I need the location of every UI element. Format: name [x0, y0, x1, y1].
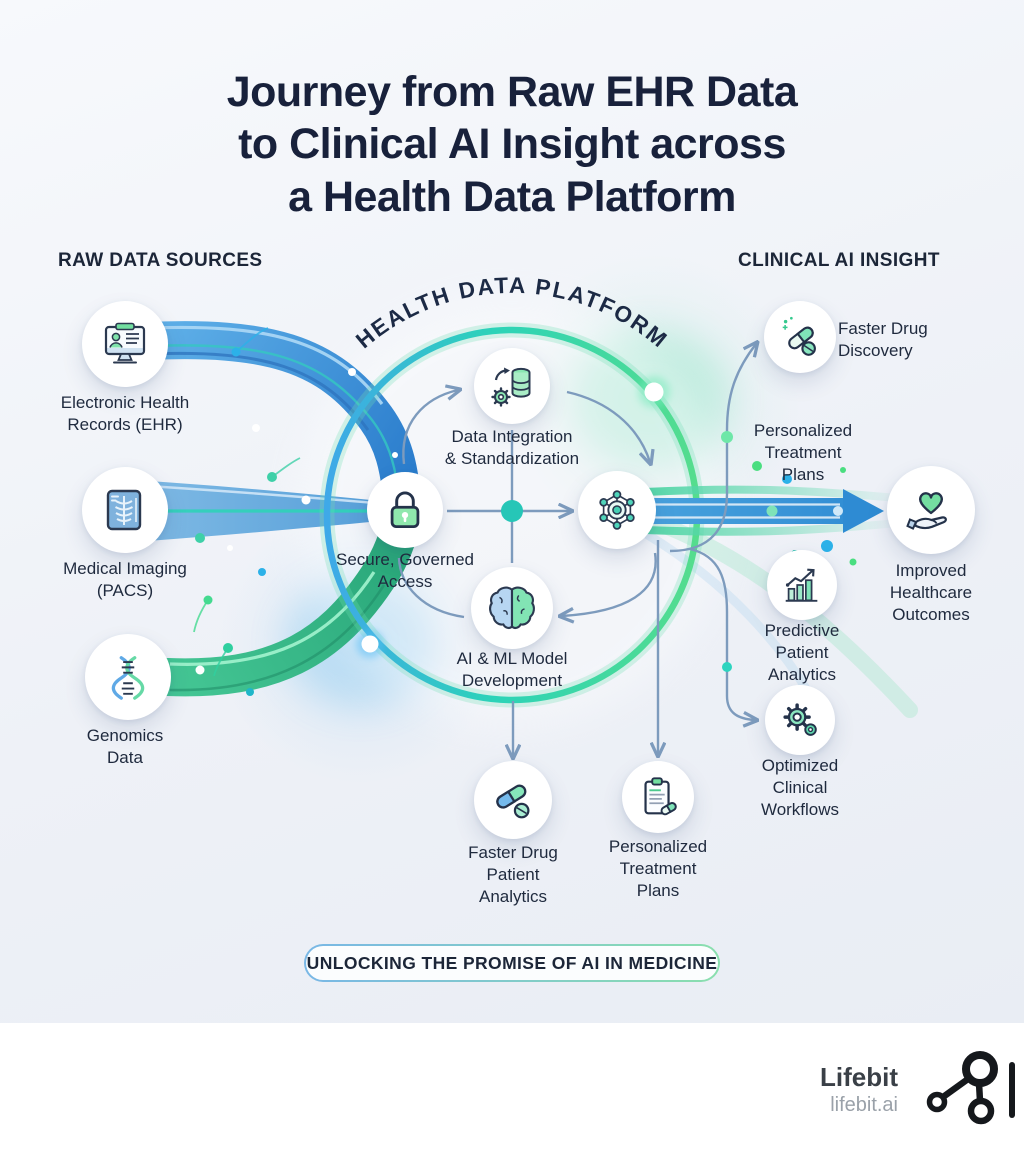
bottom-drug-analytics-node [474, 761, 552, 839]
database-sync-gear-icon [491, 367, 531, 407]
banner-pill: UNLOCKING THE PROMISE OF AI IN MEDICINE [304, 944, 720, 982]
connector-arrows [397, 344, 756, 756]
heart-hand-icon [906, 492, 947, 530]
decor-dots [193, 327, 857, 696]
platform-access-node [367, 472, 443, 548]
output-arrow [641, 485, 912, 536]
infographic-canvas: HEALTH DATA PLATFORM Journey from Raw EH… [0, 0, 1024, 1023]
ai-network-icon [599, 490, 635, 530]
outcome-improved-outcomes-label: Improved Healthcare Outcomes [889, 561, 973, 625]
bottom-drug-analytics-label: Faster Drug Patient Analytics [468, 843, 558, 907]
platform-integration-label: Data Integration & Standardization [444, 427, 580, 469]
raw-data-sources-header: RAW DATA SOURCES [58, 250, 263, 271]
outcome-drug-discovery-label: Faster Drug Discovery [838, 319, 928, 361]
bottom-treatment-plans-node [622, 761, 694, 833]
flow-diagram-background: HEALTH DATA PLATFORM [129, 273, 918, 1024]
platform-access-label: Secure, Governed Access [336, 550, 474, 592]
lifebit-logo-icon [926, 1051, 1015, 1125]
outcome-drug-discovery-node [764, 301, 836, 373]
source-genomics-node [85, 634, 171, 720]
outcome-predictive-analytics-label: Predictive Patient Analytics [764, 621, 840, 685]
source-genomics-label: Genomics Data [86, 726, 164, 768]
center-dot [501, 500, 523, 522]
brand-block: Lifebit lifebit.ai [820, 1062, 898, 1118]
gears-icon [783, 703, 817, 736]
platform-ml-label: AI & ML Model Development [456, 649, 568, 691]
source-ehr-label: Electronic Health Records (EHR) [60, 393, 190, 435]
capsule-pill-icon [782, 316, 816, 356]
ehr-flow-ribbon [129, 321, 421, 517]
banner-text: UNLOCKING THE PROMISE OF AI IN MEDICINE [306, 952, 718, 973]
platform-hub-node [578, 471, 656, 549]
brand-domain: lifebit.ai [830, 1093, 898, 1116]
outcome-treatment-plans-right-label: Personalized Treatment Plans [753, 421, 853, 485]
clinical-ai-insight-header: CLINICAL AI INSIGHT [738, 250, 940, 271]
brain-icon [489, 586, 535, 630]
dna-icon [111, 656, 145, 700]
outcome-predictive-analytics-node [767, 550, 837, 620]
source-pacs-label: Medical Imaging (PACS) [63, 559, 187, 601]
outcome-improved-outcomes-node [887, 466, 975, 554]
bar-chart-trend-icon [785, 568, 818, 602]
brand-name: Lifebit [820, 1062, 898, 1092]
pills-icon [496, 784, 530, 819]
banner-pill-inner: UNLOCKING THE PROMISE OF AI IN MEDICINE [305, 945, 719, 981]
source-pacs-node [82, 467, 168, 553]
ring-glow-dots [356, 376, 670, 658]
outcome-optimized-workflows-node [765, 685, 835, 755]
outcome-optimized-workflows-label: Optimized Clinical Workflows [760, 756, 840, 820]
xray-icon [106, 489, 142, 531]
bottom-treatment-plans-label: Personalized Treatment Plans [608, 837, 708, 901]
platform-integration-node [474, 348, 550, 424]
footer: Lifebit lifebit.ai [0, 1023, 1024, 1154]
page-title: Journey from Raw EHR Data to Clinical AI… [226, 68, 798, 221]
clipboard-capsule-icon [644, 777, 677, 816]
source-ehr-node [82, 301, 168, 387]
ehr-monitor-icon [104, 322, 146, 364]
lock-icon [390, 491, 420, 528]
platform-ml-node [471, 567, 553, 649]
